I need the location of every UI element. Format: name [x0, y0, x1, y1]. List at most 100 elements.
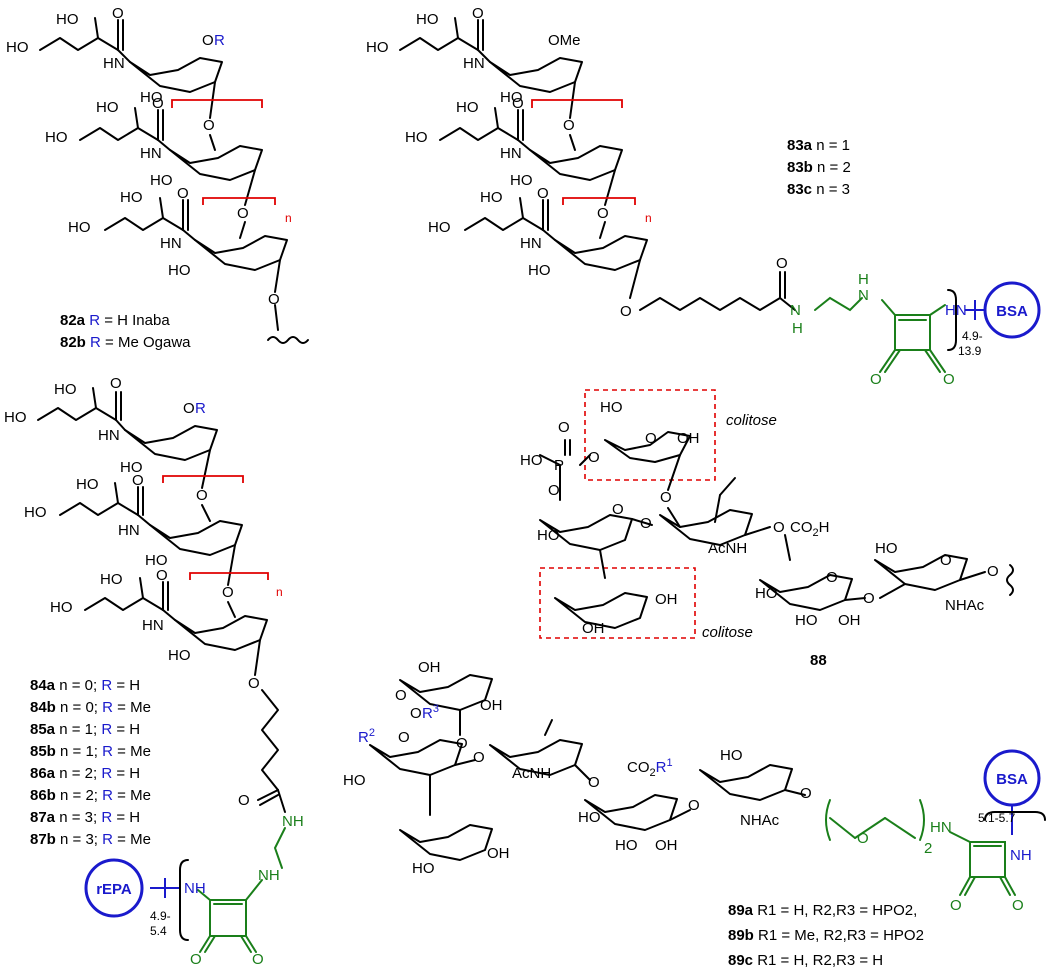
structure-84-87: rEPA HO HO O HN HO O R O HO HO O HN HO O…	[4, 375, 304, 968]
atom-label: O	[857, 830, 869, 847]
r-group: R2	[358, 727, 375, 746]
atom-label: O	[558, 419, 570, 436]
atom-label: HO	[500, 89, 523, 106]
atom-label: O	[776, 255, 788, 272]
atom-label: NHAc	[740, 812, 780, 829]
loading-range: 4.9-	[962, 329, 983, 343]
atom-label: HO	[168, 647, 191, 664]
compound-label-87b: 87b n = 3; R = Me	[30, 831, 151, 848]
atom-label: H	[792, 320, 803, 337]
atom-label: HO	[150, 172, 173, 189]
atom-label: N	[790, 302, 801, 319]
atom-label: HO	[120, 189, 143, 206]
compound-label-83b: 83b n = 2	[787, 159, 851, 176]
atom-label: O	[1012, 897, 1024, 914]
atom-label: AcNH	[708, 540, 747, 557]
atom-label: HO	[50, 599, 73, 616]
atom-label: O	[410, 705, 422, 722]
atom-label: O	[537, 185, 549, 202]
atom-label: HO	[68, 219, 91, 236]
atom-label: O	[512, 95, 524, 112]
squarate-linker	[814, 296, 946, 373]
sugar-ring	[369, 674, 793, 861]
atom-label: HO	[366, 39, 389, 56]
atom-label: HN	[945, 302, 967, 319]
atom-label: HO	[168, 262, 191, 279]
atom-label: HO	[528, 262, 551, 279]
atom-label: O	[943, 371, 955, 388]
atom-label: HO	[578, 809, 601, 826]
atom-label: HN	[140, 145, 162, 162]
bsa-carrier-label: BSA	[996, 771, 1028, 788]
atom-label: OH	[838, 612, 861, 629]
repeat-n: n	[276, 585, 283, 599]
atom-label: OH	[480, 697, 503, 714]
atom-label: O	[110, 375, 122, 392]
loading-range: 4.9-	[150, 909, 171, 923]
atom-label: O	[950, 897, 962, 914]
repeat-bracket	[171, 99, 276, 205]
atom-label: HO	[795, 612, 818, 629]
atom-label: HN	[142, 617, 164, 634]
atom-label: O	[597, 205, 609, 222]
atom-label: P	[554, 457, 564, 474]
atom-label: O	[548, 482, 560, 499]
atom-label: O	[398, 729, 410, 746]
atom-label: OH	[677, 430, 700, 447]
compound-label-85b: 85b n = 1; R = Me	[30, 743, 151, 760]
compound-label-88: 88	[810, 652, 827, 669]
atom-label: HN	[103, 55, 125, 72]
colitose-label: colitose	[726, 412, 777, 429]
atom-label: O	[588, 449, 600, 466]
atom-label: HN	[98, 427, 120, 444]
atom-label: O	[863, 590, 875, 607]
atom-label: O	[183, 400, 195, 417]
atom-label: O	[222, 584, 234, 601]
squarate-linker	[197, 827, 286, 953]
atom-label: O	[645, 430, 657, 447]
atom-label: NHAc	[945, 597, 985, 614]
atom-label: NH	[184, 880, 206, 897]
atom-label: HO	[405, 129, 428, 146]
atom-label: HO	[875, 540, 898, 557]
atom-label: HN	[930, 819, 952, 836]
atom-label: O	[238, 792, 250, 809]
atom-label: O	[588, 774, 600, 791]
compound-label-84b: 84b n = 0; R = Me	[30, 699, 151, 716]
repeat-n: n	[645, 211, 652, 225]
compound-label-85a: 85a n = 1; R = H	[30, 721, 140, 738]
atom-label: O	[473, 749, 485, 766]
compound-label-82b: 82b R = Me Ogawa	[60, 334, 191, 351]
atom-label: HO	[520, 452, 543, 469]
atom-label: O	[612, 501, 624, 518]
atom-label: O	[190, 951, 202, 968]
atom-label: CO2R1	[627, 757, 673, 779]
atom-label: HO	[100, 571, 123, 588]
colitose-box	[584, 389, 716, 481]
bsa-carrier	[983, 749, 1041, 807]
repeat-bracket	[162, 475, 269, 580]
sugar-ring	[489, 57, 648, 271]
atom-label: HO	[510, 172, 533, 189]
atom-label: HO	[428, 219, 451, 236]
bsa-carrier	[983, 281, 1041, 339]
side-chain	[429, 709, 1046, 896]
structure-83: BSA HO HO O HN HO OMe O HO HO O HN HO O …	[366, 5, 1041, 388]
atom-label: HN	[160, 235, 182, 252]
compound-label-83c: 83c n = 3	[787, 181, 850, 198]
peg-subscript: 2	[924, 840, 932, 857]
atom-label: OH	[655, 837, 678, 854]
atom-label: HO	[56, 11, 79, 28]
atom-label: O	[773, 519, 785, 536]
atom-label: O	[688, 797, 700, 814]
loading-range: 5.1-5.7	[978, 811, 1016, 825]
sugar-ring	[124, 425, 268, 651]
atom-label: HO	[45, 129, 68, 146]
atom-label: HO	[615, 837, 638, 854]
atom-label: O	[202, 32, 214, 49]
sugar-ring	[129, 57, 288, 271]
atom-label: O	[203, 117, 215, 134]
atom-label: HO	[140, 89, 163, 106]
atom-label: O	[196, 487, 208, 504]
